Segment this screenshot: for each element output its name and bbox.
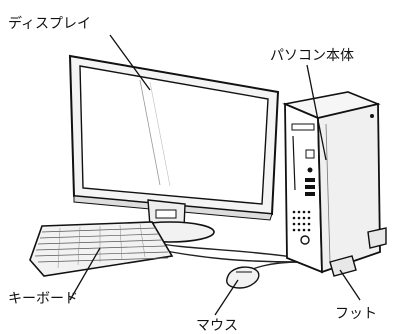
leader-line-foot [339, 269, 361, 301]
display-screen [79, 65, 269, 205]
keyboard [29, 221, 174, 277]
display [68, 54, 280, 243]
pc-unit [282, 91, 381, 274]
cable [149, 241, 301, 277]
mouse [226, 266, 260, 289]
label-pc-unit: パソコン本体 [270, 48, 354, 64]
leader-line-pc-unit [306, 64, 327, 161]
label-mouse: マウス [196, 318, 238, 334]
label-display: ディスプレイ [8, 15, 91, 32]
label-foot: フット [335, 306, 377, 322]
label-keyboard: キーボード [8, 291, 78, 307]
pc-logo [300, 235, 310, 245]
pc-vent-grille [292, 210, 311, 232]
pc-foot [329, 227, 387, 277]
leader-line-keyboard [69, 247, 101, 301]
leader-line-mouse [214, 279, 239, 316]
leader-line-display [109, 34, 151, 91]
